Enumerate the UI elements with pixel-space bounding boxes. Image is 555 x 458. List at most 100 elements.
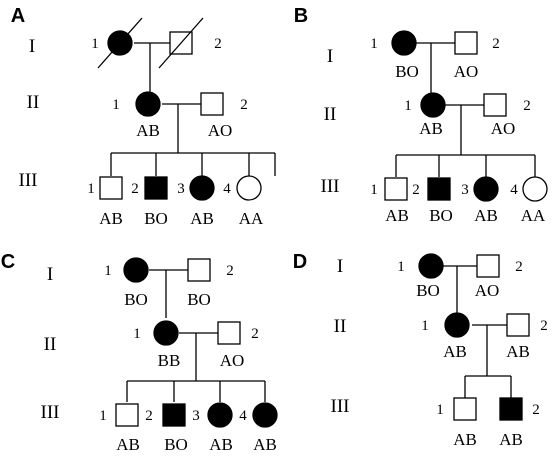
affected-female-symbol-a-ii-1	[135, 91, 161, 117]
deceased-slash-a-i-2	[158, 17, 204, 69]
individual-number-a-iii-3: 3	[177, 181, 185, 197]
unaffected-male-symbol-d-i-2	[476, 254, 500, 278]
individual-number-a-ii-1: 1	[112, 97, 120, 113]
genotype-label-b-iii-3: AB	[474, 206, 498, 225]
individual-number-c-i-2: 2	[226, 263, 234, 279]
genotype-label-b-i-2: AO	[454, 62, 479, 81]
genotype-label-d-iii-1: AB	[453, 430, 477, 449]
unaffected-male-symbol-c-iii-1	[115, 403, 139, 427]
individual-number-d-i-1: 1	[397, 259, 405, 275]
genotype-label-c-iii-2: BO	[164, 435, 188, 454]
generation-label-i: I	[327, 46, 333, 67]
individual-number-b-i-1: 1	[370, 36, 378, 52]
genotype-label-c-i-2: BO	[187, 290, 211, 309]
affected-female-symbol-c-ii-1	[153, 320, 179, 346]
individual-number-a-iii-4: 4	[223, 181, 231, 197]
unaffected-male-symbol-a-iii-1	[99, 176, 123, 200]
unaffected-female-symbol-b-iii-4	[522, 176, 548, 202]
generation-label-iii: III	[321, 176, 340, 197]
unaffected-male-symbol-d-ii-2	[506, 313, 530, 337]
unaffected-male-symbol-b-i-2	[454, 31, 478, 55]
unaffected-male-symbol-c-ii-2	[217, 321, 241, 345]
generation-label-i: I	[337, 256, 343, 277]
panel-letter-c: C	[1, 251, 15, 273]
individual-number-a-ii-2: 2	[240, 97, 248, 113]
individual-number-b-iii-2: 2	[412, 182, 420, 198]
generation-label-ii: II	[334, 316, 347, 337]
individual-number-c-iii-2: 2	[145, 408, 153, 424]
individual-number-b-ii-2: 2	[523, 98, 531, 114]
panel-letter-a: A	[11, 5, 25, 27]
deceased-slash-a-i-1	[97, 17, 143, 69]
affected-male-symbol-b-iii-2	[427, 177, 451, 201]
unaffected-male-symbol-b-iii-1	[384, 177, 408, 201]
generation-label-i: I	[29, 36, 35, 57]
affected-female-symbol-d-ii-1	[444, 312, 470, 338]
generation-label-ii: II	[44, 334, 57, 355]
individual-number-d-iii-2: 2	[532, 402, 540, 418]
generation-label-ii: II	[324, 104, 337, 125]
affected-male-symbol-a-iii-2	[144, 176, 168, 200]
generation-label-iii: III	[331, 396, 350, 417]
individual-number-c-iii-4: 4	[239, 408, 247, 424]
individual-number-a-i-1: 1	[91, 36, 99, 52]
individual-number-d-ii-1: 1	[421, 318, 429, 334]
genotype-label-a-ii-2: AO	[208, 121, 233, 140]
individual-number-b-i-2: 2	[492, 36, 500, 52]
affected-female-symbol-b-i-1	[391, 30, 417, 56]
individual-number-a-iii-1: 1	[87, 181, 95, 197]
genotype-label-a-iii-4: AA	[239, 209, 264, 228]
individual-number-d-iii-1: 1	[436, 402, 444, 418]
unaffected-female-symbol-a-iii-4	[236, 175, 262, 201]
unaffected-male-symbol-a-ii-2	[200, 92, 224, 116]
genotype-label-a-ii-1: AB	[136, 121, 160, 140]
affected-male-symbol-d-iii-2	[499, 397, 523, 421]
genotype-label-c-ii-1: BB	[158, 351, 181, 370]
genotype-label-c-ii-2: AO	[220, 351, 245, 370]
affected-female-symbol-a-iii-3	[189, 175, 215, 201]
pedigree-lines	[110, 42, 536, 402]
individual-number-d-ii-2: 2	[540, 318, 548, 334]
genotype-label-b-iii-2: BO	[429, 206, 453, 225]
individual-number-c-iii-3: 3	[192, 408, 200, 424]
generation-label-iii: III	[41, 402, 60, 423]
individual-number-c-i-1: 1	[104, 263, 112, 279]
genotype-label-a-iii-1: AB	[99, 209, 123, 228]
genotype-label-a-iii-2: BO	[144, 209, 168, 228]
panel-letter-d: D	[293, 251, 307, 273]
unaffected-male-symbol-c-i-2	[187, 258, 211, 282]
genotype-label-a-iii-3: AB	[190, 209, 214, 228]
individual-number-b-ii-1: 1	[404, 98, 412, 114]
genotype-label-b-ii-2: AO	[491, 119, 516, 138]
genotype-label-c-iii-1: AB	[116, 435, 140, 454]
genotype-label-d-ii-2: AB	[506, 342, 530, 361]
individual-number-c-iii-1: 1	[99, 408, 107, 424]
affected-male-symbol-c-iii-2	[162, 403, 186, 427]
genotype-label-b-iii-1: AB	[385, 206, 409, 225]
affected-female-symbol-c-i-1	[123, 257, 149, 283]
genotype-label-b-ii-1: AB	[419, 119, 443, 138]
genotype-label-d-i-1: BO	[416, 281, 440, 300]
affected-female-symbol-d-i-1	[418, 253, 444, 279]
pedigree-symbols	[97, 17, 548, 428]
genotype-label-b-i-1: BO	[395, 62, 419, 81]
genotype-label-d-iii-2: AB	[499, 430, 523, 449]
individual-number-c-ii-1: 1	[133, 326, 141, 342]
unaffected-male-symbol-d-iii-1	[453, 397, 477, 421]
unaffected-male-symbol-b-ii-2	[483, 93, 507, 117]
generation-label-iii: III	[19, 170, 38, 191]
affected-female-symbol-b-iii-3	[473, 176, 499, 202]
generation-label-ii: II	[27, 92, 40, 113]
genotype-label-d-ii-1: AB	[443, 342, 467, 361]
individual-number-c-ii-2: 2	[251, 326, 259, 342]
individual-number-a-i-2: 2	[214, 36, 222, 52]
panel-letter-b: B	[294, 5, 308, 27]
genotype-label-c-i-1: BO	[124, 290, 148, 309]
individual-number-d-i-2: 2	[515, 259, 523, 275]
individual-number-b-iii-1: 1	[370, 182, 378, 198]
genotype-label-b-iii-4: AA	[521, 206, 546, 225]
individual-number-a-iii-2: 2	[131, 181, 139, 197]
individual-number-b-iii-3: 3	[461, 182, 469, 198]
